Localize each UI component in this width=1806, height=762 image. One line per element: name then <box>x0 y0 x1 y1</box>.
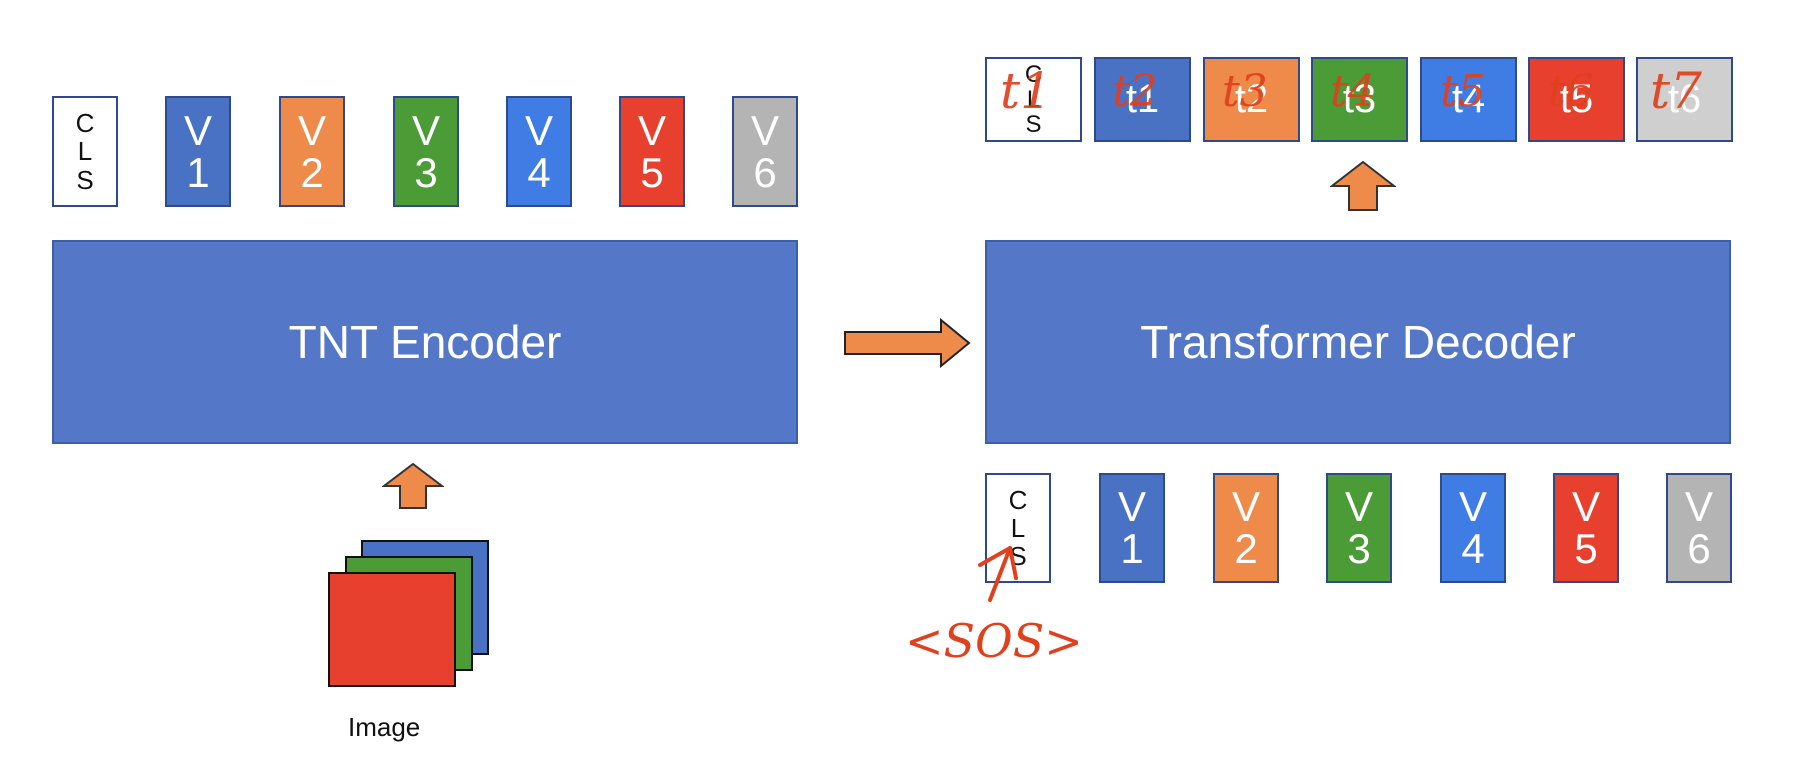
decoder-output-t6: t6 <box>1636 57 1733 142</box>
decoder-output-t3: t3 <box>1311 57 1408 142</box>
image-layer-red <box>328 572 456 687</box>
handwritten-t4: t4 <box>1330 66 1376 117</box>
token-number: 6 <box>753 148 777 196</box>
decoder-token-v4: V 4 <box>1440 473 1506 583</box>
handwritten-t1: t1 <box>1000 62 1052 120</box>
token-letter: V <box>1117 483 1146 530</box>
token-letter: V <box>1458 483 1487 530</box>
token-letter: V <box>524 106 553 154</box>
handwritten-t3: t3 <box>1222 66 1268 117</box>
token-number: 1 <box>186 148 210 196</box>
decoder-token-v6: V 6 <box>1666 473 1732 583</box>
token-letter: V <box>411 106 440 154</box>
output-label: t4 <box>1451 77 1486 121</box>
handwritten-t2: t2 <box>1112 66 1158 117</box>
cls-letter: L <box>1010 512 1026 543</box>
token-number: 4 <box>1461 525 1485 572</box>
token-letter: V <box>750 106 779 154</box>
token-number: 6 <box>1687 525 1711 572</box>
token-letter: V <box>637 106 666 154</box>
decoder-output-t2: t2 <box>1203 57 1300 142</box>
token-letter: V <box>1684 483 1713 530</box>
cls-letter: C <box>1008 484 1028 515</box>
encoder-token-v5: V 5 <box>619 96 685 207</box>
token-number: 1 <box>1120 525 1144 572</box>
output-label: CLS <box>1024 60 1043 139</box>
token-number: 2 <box>300 148 324 196</box>
cls-letter: C <box>75 108 95 139</box>
cls-letter: L <box>77 136 93 167</box>
token-number: 4 <box>527 148 551 196</box>
right-arrow-icon <box>844 318 971 368</box>
token-number: 2 <box>1234 525 1258 572</box>
decoder-output-t4: t4 <box>1420 57 1517 142</box>
transformer-decoder-block: Transformer Decoder <box>985 240 1731 444</box>
handwritten-sos: <SOS> <box>905 614 1083 668</box>
up-arrow-icon <box>1330 160 1396 211</box>
up-arrow-icon <box>382 462 444 509</box>
encoder-token-v3: V 3 <box>393 96 459 207</box>
decoder-title: Transformer Decoder <box>1140 316 1576 368</box>
encoder-token-v6: V 6 <box>732 96 798 207</box>
token-letter: V <box>183 106 212 154</box>
handwritten-t6: t6 <box>1548 66 1594 117</box>
output-label: t1 <box>1125 77 1160 121</box>
decoder-token-v3: V 3 <box>1326 473 1392 583</box>
handwritten-t5: t5 <box>1440 66 1486 117</box>
handwritten-t7: t7 <box>1650 62 1702 120</box>
encoder-title: TNT Encoder <box>288 316 562 368</box>
decoder-output-t1: t1 <box>1094 57 1191 142</box>
output-label: t2 <box>1234 77 1269 121</box>
token-number: 3 <box>1347 525 1371 572</box>
decoder-output-cls: CLS <box>985 57 1082 142</box>
image-label: Image <box>348 712 421 742</box>
decoder-output-t5: t5 <box>1528 57 1625 142</box>
decoder-token-v1: V 1 <box>1099 473 1165 583</box>
decoder-token-v2: V 2 <box>1213 473 1279 583</box>
token-letter: V <box>1344 483 1373 530</box>
token-letter: V <box>1231 483 1260 530</box>
encoder-token-v2: V 2 <box>279 96 345 207</box>
output-label: t3 <box>1342 77 1377 121</box>
token-letter: V <box>297 106 326 154</box>
token-number: 3 <box>414 148 438 196</box>
encoder-cls-token: C L S <box>52 96 118 207</box>
decoder-token-v5: V 5 <box>1553 473 1619 583</box>
output-label: t6 <box>1667 77 1702 121</box>
token-number: 5 <box>640 148 664 196</box>
encoder-token-v4: V 4 <box>506 96 572 207</box>
token-letter: V <box>1571 483 1600 530</box>
token-number: 5 <box>1574 525 1598 572</box>
cls-letter: S <box>76 164 94 195</box>
output-label: t5 <box>1559 77 1594 121</box>
tnt-encoder-block: TNT Encoder <box>52 240 798 444</box>
encoder-token-v1: V 1 <box>165 96 231 207</box>
